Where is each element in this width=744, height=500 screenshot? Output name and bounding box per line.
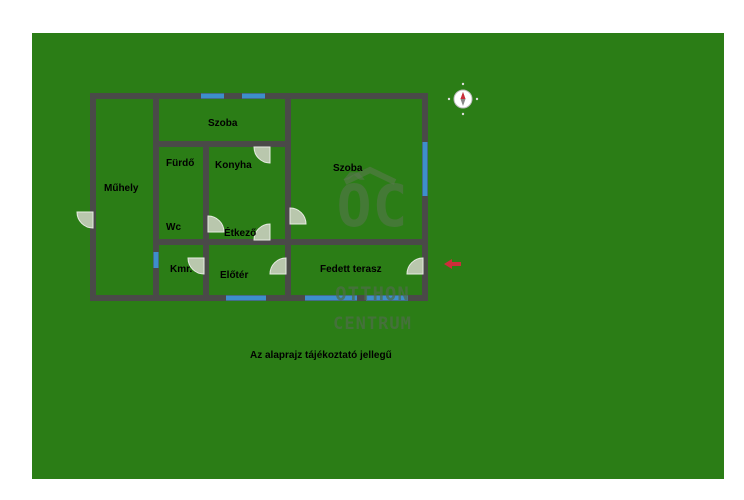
watermark-logo-text: ÔC <box>336 172 409 240</box>
door-konyha <box>253 146 271 164</box>
compass-icon <box>447 82 479 116</box>
room-label-wc: Wc <box>166 222 181 233</box>
room-label-fedett-terasz: Fedett terasz <box>320 264 382 275</box>
door-eloter <box>269 257 287 275</box>
room-label-kamra: Kmr. <box>170 264 193 275</box>
door-etkezo <box>207 215 225 233</box>
room-label-szoba-right: Szoba <box>333 163 363 174</box>
door-kamra <box>187 257 205 275</box>
room-label-eloter: Előtér <box>220 270 249 281</box>
doors <box>76 146 424 275</box>
room-label-etkezo: Étkező <box>224 228 257 239</box>
door-etkezo-2 <box>253 223 271 241</box>
door-muhely <box>76 211 94 229</box>
disclaimer-note: Az alaprajz tájékoztató jellegű <box>250 350 392 361</box>
door-szoba <box>289 207 307 225</box>
watermark-logo <box>343 166 397 185</box>
plan-background <box>32 33 724 479</box>
watermark-line1: OTTHON <box>335 283 410 305</box>
room-label-szoba-top: Szoba <box>208 118 238 129</box>
room-label-konyha: Konyha <box>215 160 252 171</box>
entrance-arrow-icon <box>444 259 461 269</box>
room-label-muhely: Műhely <box>104 183 139 194</box>
windows <box>153 93 428 301</box>
walls <box>90 93 428 301</box>
watermark-line2: CENTRUM <box>333 314 412 334</box>
watermark-roof <box>343 166 397 185</box>
door-terasz <box>406 257 424 275</box>
room-label-furdo: Fürdő <box>166 158 195 169</box>
